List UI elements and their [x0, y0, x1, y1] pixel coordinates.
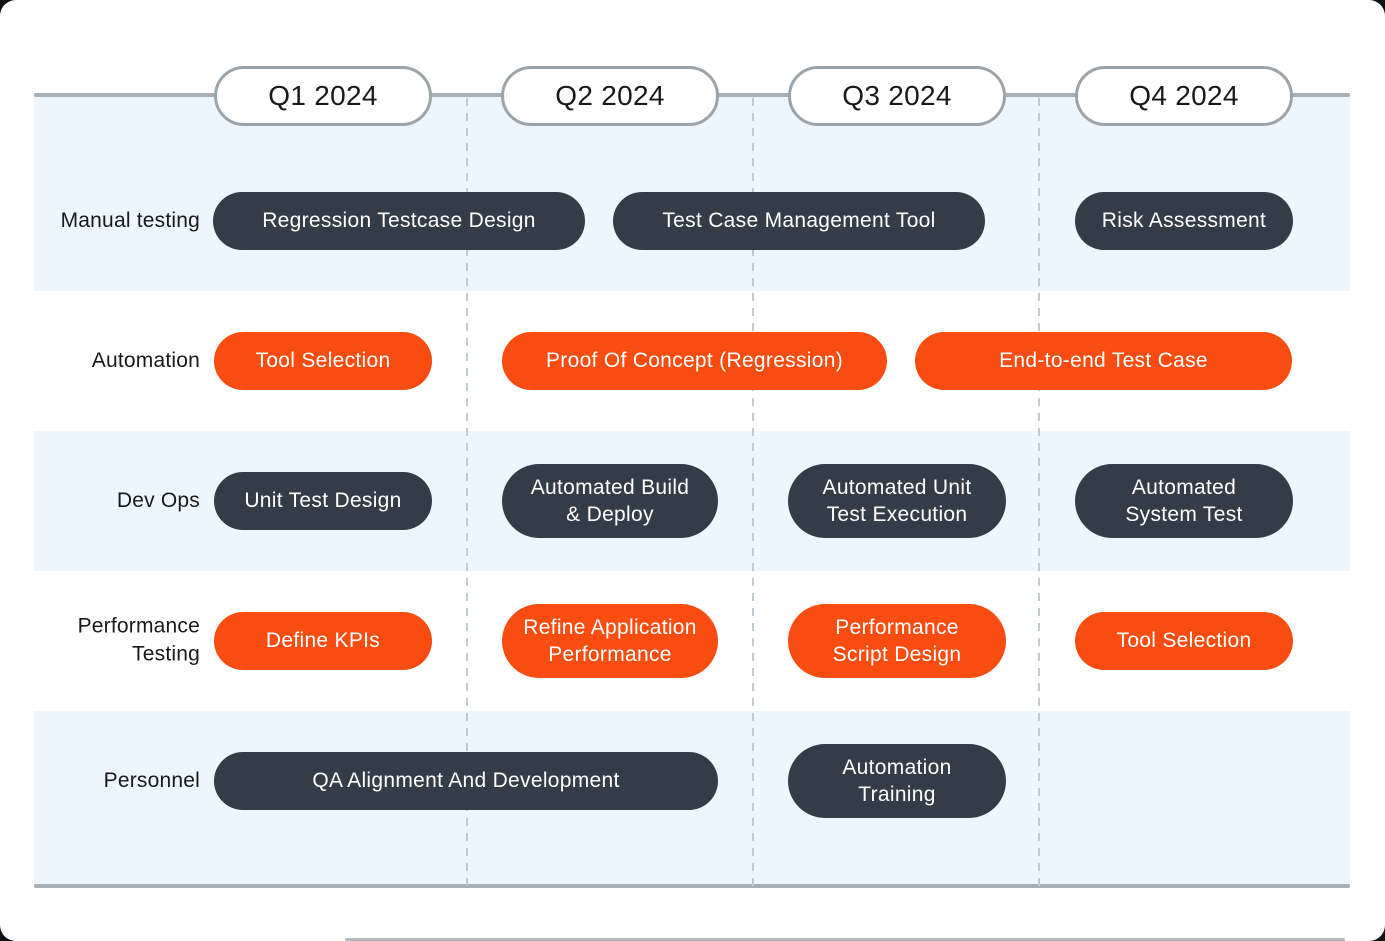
row-label: Personnel	[103, 768, 200, 792]
next-card-top-edge	[345, 938, 1345, 941]
quarter-header: Q4 2024	[1075, 66, 1293, 126]
quarter-header: Q3 2024	[788, 66, 1006, 126]
quarter-separator-q2-q3	[752, 98, 754, 886]
task-pill: Refine Application Performance	[502, 604, 718, 678]
quarter-separator-q1-q2	[466, 98, 468, 886]
row-label: Automation	[91, 348, 200, 372]
task-pill: Tool Selection	[1075, 612, 1293, 670]
task-pill: Performance Script Design	[788, 604, 1006, 678]
task-pill: Tool Selection	[214, 332, 432, 390]
task-pill: Test Case Management Tool	[613, 192, 985, 250]
task-pill: Risk Assessment	[1075, 192, 1293, 250]
task-pill: Proof Of Concept (Regression)	[502, 332, 887, 390]
task-pill: End-to-end Test Case	[915, 332, 1292, 390]
row-label: Dev Ops	[116, 488, 200, 512]
task-pill: Regression Testcase Design	[213, 192, 585, 250]
row-label: Performance Testing	[77, 614, 200, 666]
task-pill: QA Alignment And Development	[214, 752, 718, 810]
timeline-bottom-rule	[34, 884, 1350, 888]
quarter-header: Q2 2024	[501, 66, 719, 126]
task-pill: Automated Build & Deploy	[502, 464, 718, 538]
task-pill: Automated Unit Test Execution	[788, 464, 1006, 538]
task-pill: Unit Test Design	[214, 472, 432, 530]
row-label: Manual testing	[60, 208, 200, 232]
task-pill: Automated System Test	[1075, 464, 1293, 538]
quarter-header: Q1 2024	[214, 66, 432, 126]
task-pill: Automation Training	[788, 744, 1006, 818]
quarter-separator-q3-q4	[1038, 98, 1040, 886]
task-pill: Define KPIs	[214, 612, 432, 670]
